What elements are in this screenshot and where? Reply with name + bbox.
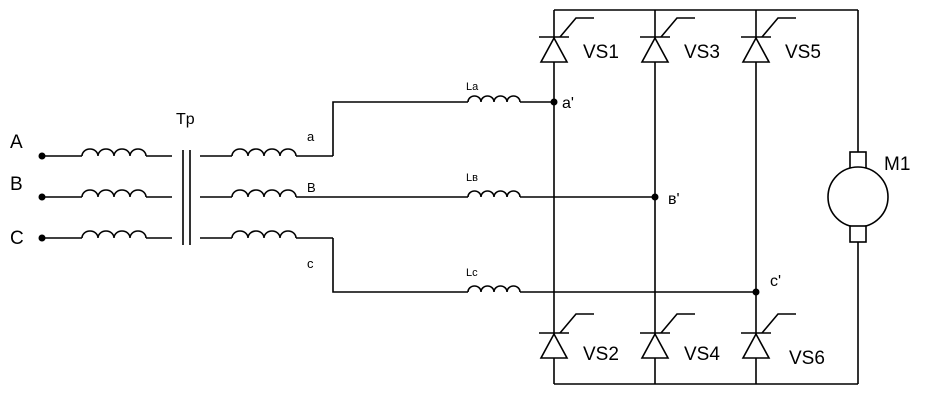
- gate-lead: [761, 313, 796, 334]
- secondary-label-b: B: [307, 180, 316, 195]
- secondary-label-c: c: [307, 256, 314, 271]
- node-c: [752, 288, 760, 296]
- inductor-lb: [467, 190, 655, 198]
- wire-phase-c: [332, 238, 468, 293]
- node-a: [550, 98, 558, 106]
- motor-label: M1: [884, 154, 910, 175]
- gate-lead: [660, 313, 695, 334]
- inductor-lc: [467, 285, 756, 293]
- inductor-label-c: Lc: [466, 267, 478, 279]
- gate-lead: [761, 17, 796, 38]
- motor-brush-top: [849, 151, 867, 169]
- thyristor-vs3: [640, 17, 695, 63]
- input-phase-c: [38, 230, 172, 242]
- secondary-winding-a: [200, 148, 333, 157]
- motor-armature: [827, 166, 889, 228]
- secondary-label-a: a: [307, 129, 315, 144]
- thyristor-vs6: [741, 313, 796, 359]
- thyristor-label-vs4: VS4: [684, 344, 720, 365]
- secondary-winding-c: [200, 230, 333, 239]
- thyristor-label-vs1: VS1: [583, 42, 619, 63]
- primary-winding-a: [81, 148, 147, 157]
- primary-winding-c: [81, 230, 147, 239]
- gate-lead: [660, 17, 695, 38]
- input-phase-b: [38, 189, 172, 201]
- node-label-a: a': [562, 95, 574, 112]
- transformer-label: Tp: [176, 111, 195, 128]
- thyristor-label-vs2: VS2: [583, 344, 619, 365]
- transformer-core: [182, 150, 191, 245]
- motor-brush-bottom: [849, 225, 867, 243]
- thyristor-label-vs6: VS6: [789, 348, 825, 369]
- thyristor-vs5: [741, 17, 796, 63]
- thyristor-label-vs3: VS3: [684, 42, 720, 63]
- thyristor-vs2: [539, 313, 594, 359]
- thyristor-vs1: [539, 17, 594, 63]
- wire-phase-a: [332, 101, 468, 156]
- node-label-c: c': [770, 273, 781, 290]
- motor-m1: [827, 151, 889, 243]
- inductor-la: [467, 95, 554, 103]
- bridge-frame: [553, 9, 859, 385]
- secondary-winding-b: [200, 189, 468, 198]
- inductor-label-b: Lв: [466, 172, 478, 184]
- thyristor-vs4: [640, 313, 695, 359]
- node-b: [651, 193, 659, 201]
- primary-winding-b: [81, 189, 147, 198]
- input-label-c: C: [10, 228, 24, 249]
- node-label-b: в': [668, 191, 680, 208]
- input-label-b: B: [10, 174, 23, 195]
- inductor-label-a: La: [466, 81, 479, 93]
- gate-lead: [559, 17, 594, 38]
- input-label-a: A: [10, 132, 23, 153]
- input-phase-a: [38, 148, 172, 160]
- thyristor-label-vs5: VS5: [785, 42, 821, 63]
- gate-lead: [559, 313, 594, 334]
